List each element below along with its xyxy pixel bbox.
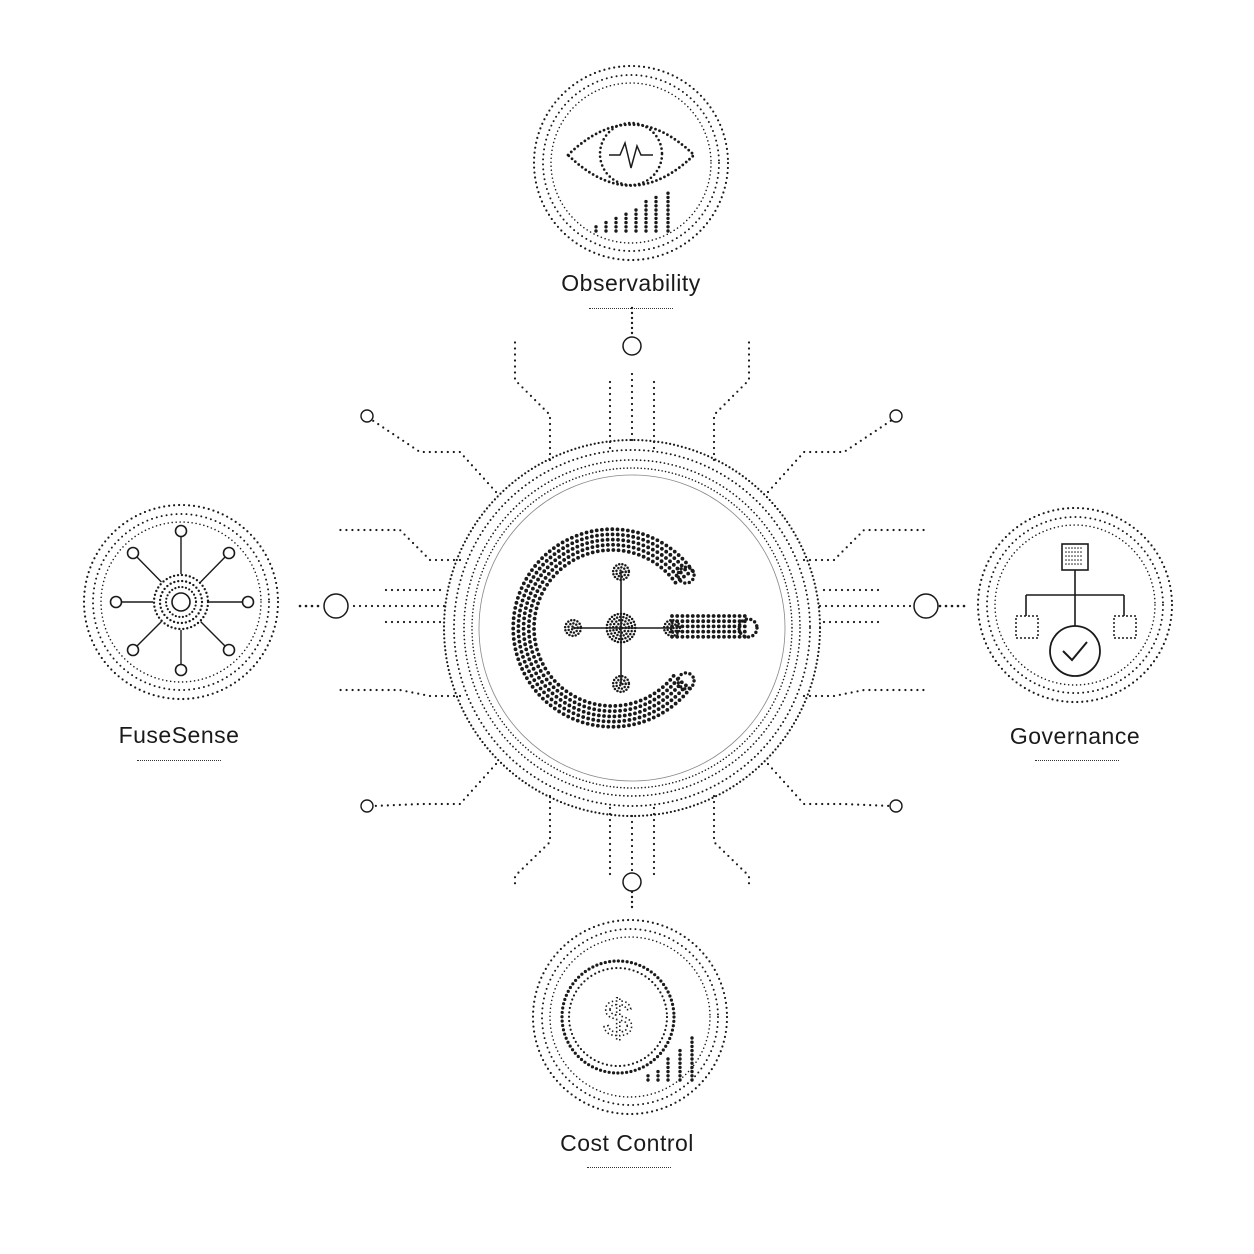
eye-icon xyxy=(565,121,697,187)
node-governance xyxy=(976,506,1174,704)
node-fusesense xyxy=(82,503,280,701)
dollar-coin-icon: $ xyxy=(560,959,676,1075)
label-divider xyxy=(587,1167,671,1168)
node-label-observability: Observability xyxy=(561,270,701,296)
hierarchy-check-icon xyxy=(1015,543,1137,677)
node-observability xyxy=(532,64,730,262)
dollar-sign-icon: $ xyxy=(604,990,633,1048)
network-hub-icon xyxy=(109,524,255,677)
label-divider xyxy=(137,760,221,761)
node-label-governance: Governance xyxy=(1009,723,1141,749)
central-hub xyxy=(442,438,822,818)
label-divider xyxy=(589,308,673,309)
signal-bars-icon xyxy=(646,1036,694,1082)
signal-bars-icon xyxy=(594,191,670,233)
c-logo-icon xyxy=(511,527,759,729)
circuit-traces xyxy=(336,338,928,888)
node-label-fusesense: FuseSense xyxy=(118,722,240,748)
label-divider xyxy=(1035,760,1119,761)
trace-terminals xyxy=(298,306,968,914)
node-cost-control: $ xyxy=(531,918,729,1116)
node-label-cost-control: Cost Control xyxy=(560,1130,694,1156)
